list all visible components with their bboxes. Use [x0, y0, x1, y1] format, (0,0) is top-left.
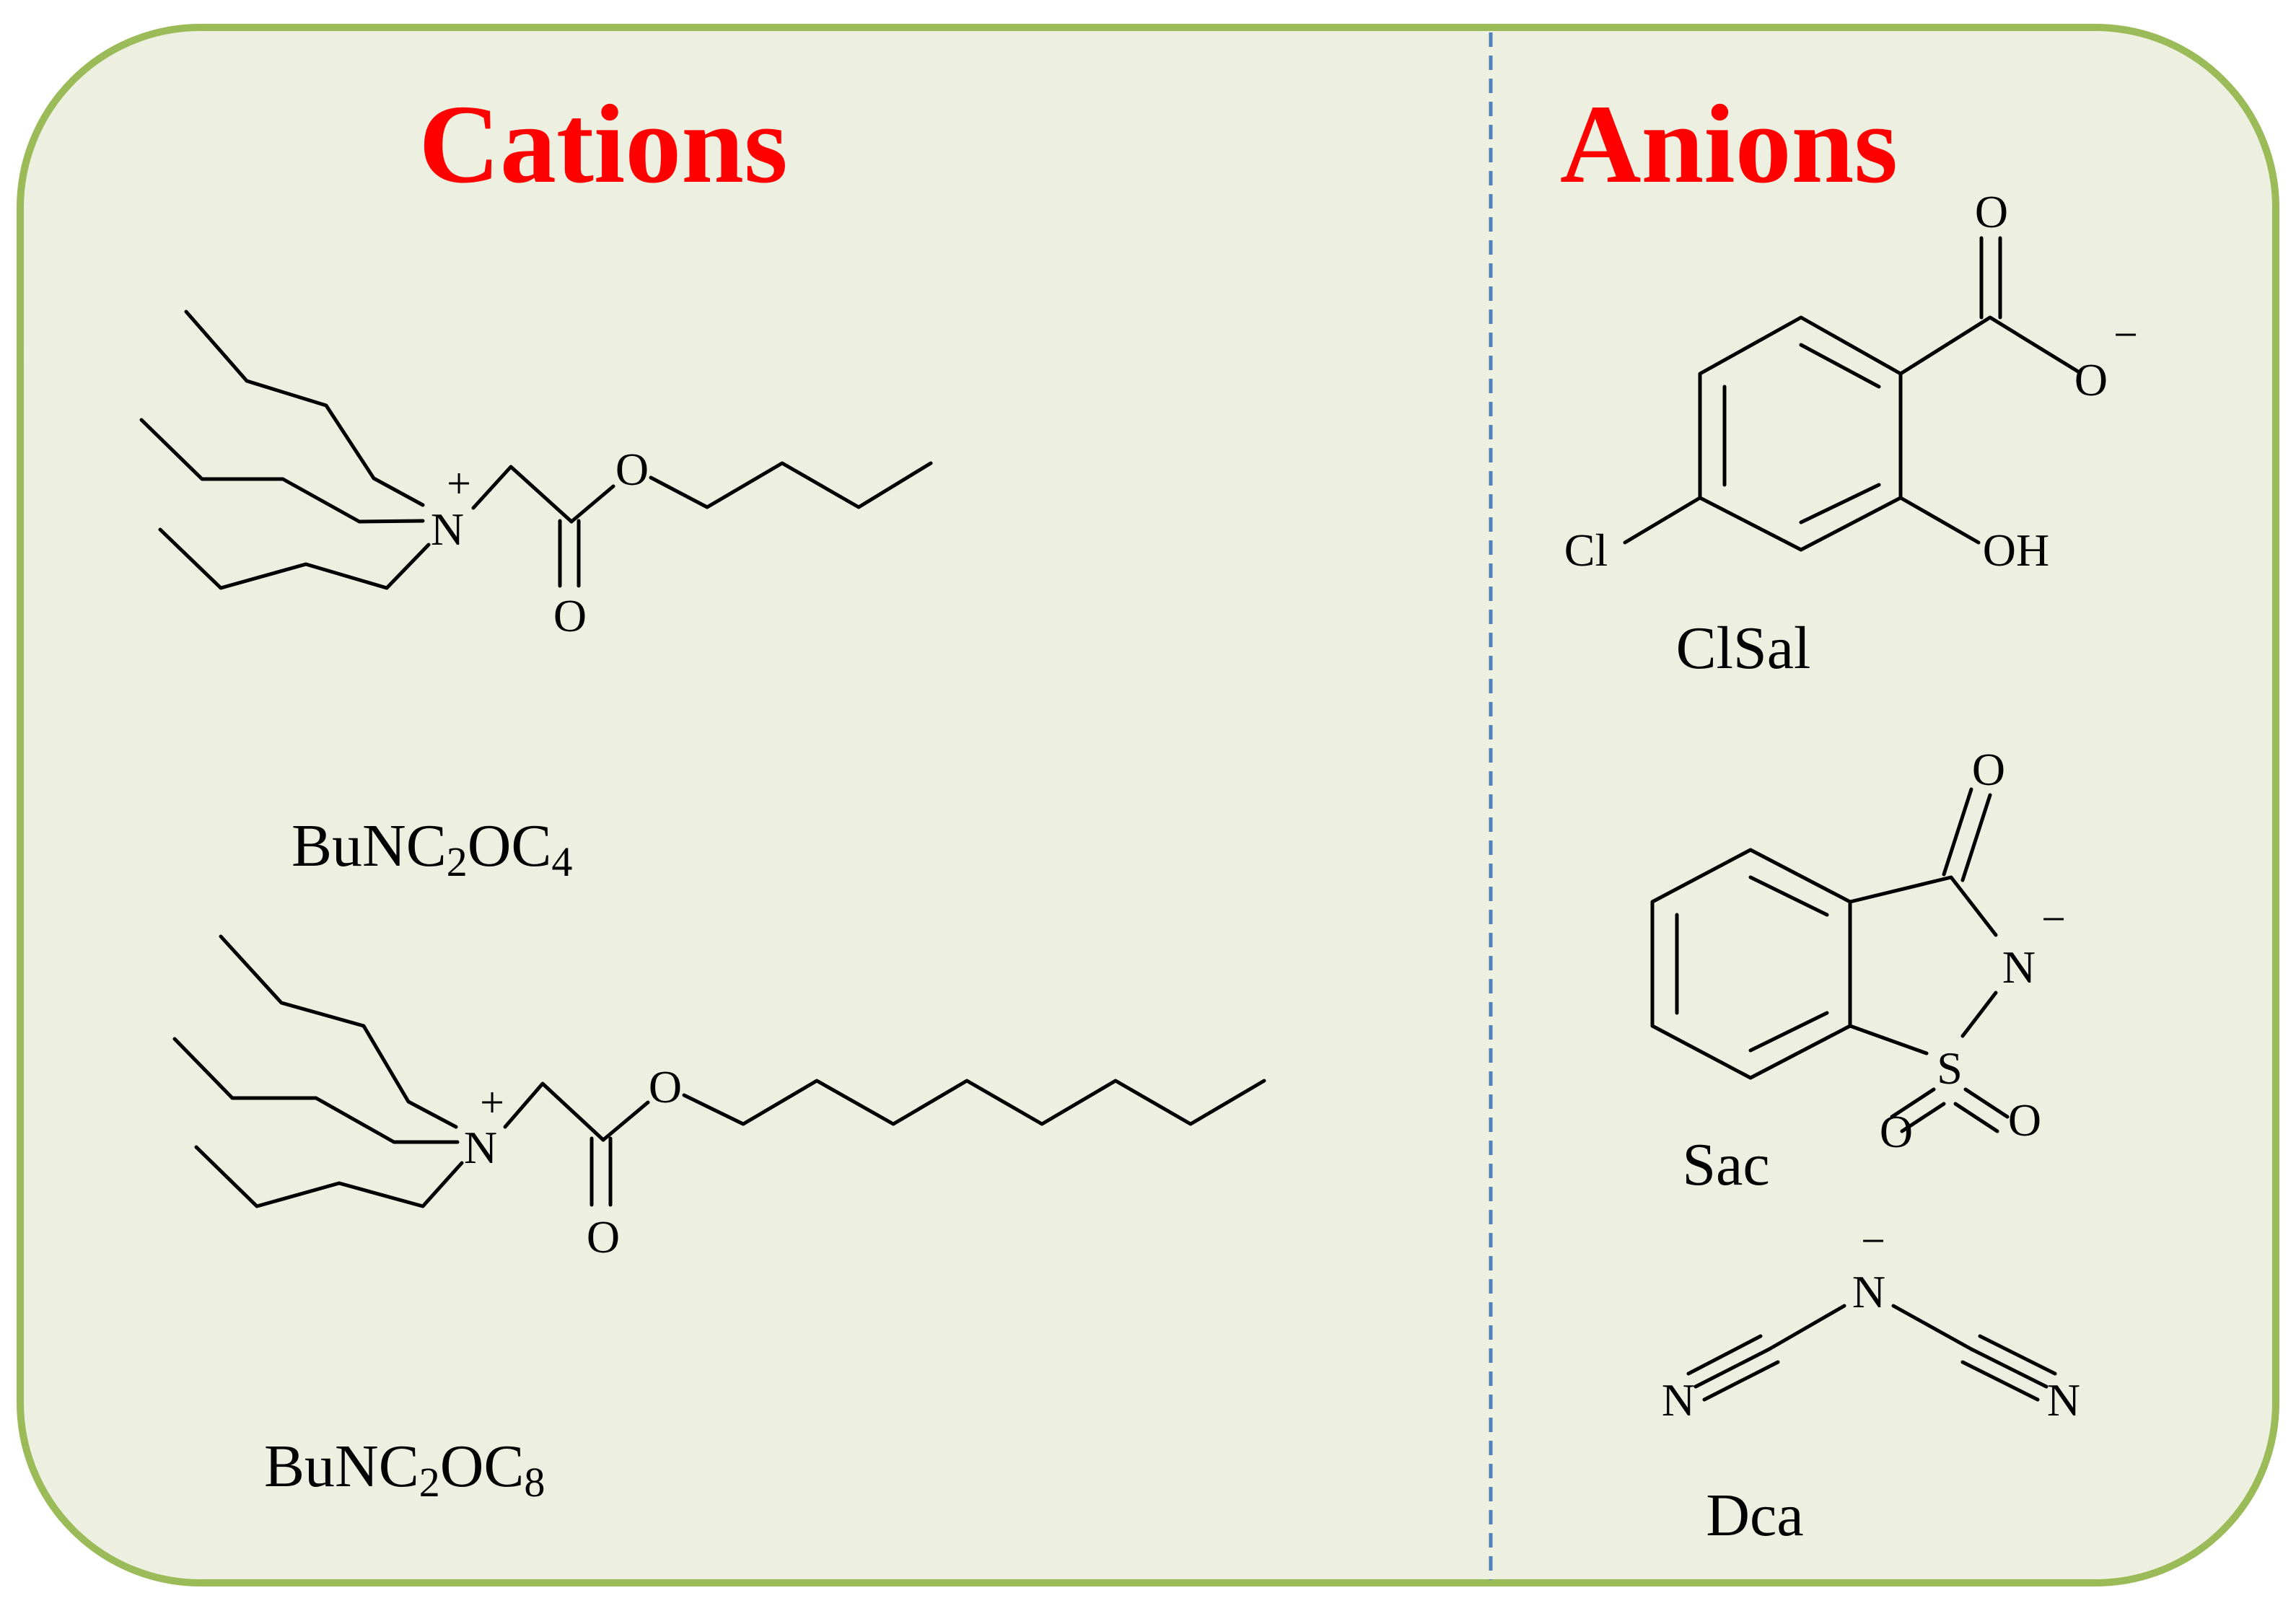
cation-1-structure: N + O O: [139, 310, 933, 641]
ester-bond: [569, 484, 615, 524]
terminal-nitrogen-right: N: [2047, 1374, 2080, 1426]
carbonyl-oxygen-atom: O: [553, 590, 587, 641]
anions-heading: Anions: [1560, 82, 1898, 206]
nitrile-left-a: [1693, 1347, 1771, 1389]
cation-1-label: BuNC2OC4: [292, 812, 572, 885]
nitrogen-atom: N: [464, 1122, 497, 1173]
ester-oxygen-atom: O: [649, 1061, 682, 1112]
sulfonyl-bond-left-a: [1890, 1087, 1936, 1119]
ring-double-bond-1: [1799, 343, 1881, 389]
sulfonyl-bond-right-b: [1953, 1102, 1999, 1133]
cation-2-structure: N + O O: [172, 934, 1266, 1263]
sulfonyl-oxygen-left: O: [1880, 1106, 1913, 1157]
ring-s-bond: [1848, 1024, 1929, 1055]
ester-oxygen-atom: O: [615, 444, 649, 495]
chloro-bond: [1623, 496, 1702, 545]
carbonyl-oxygen-atom: O: [1975, 186, 2008, 237]
carbonyl-carbon-bond: [1848, 875, 1998, 937]
nitrile-right-c: [1960, 1360, 2040, 1402]
n-c-bond-left: [1767, 1304, 1846, 1351]
hydroxyl-group: OH: [1983, 524, 2049, 576]
terminal-nitrogen-left: N: [1662, 1374, 1695, 1426]
sulfonyl-bond-right-a: [1963, 1087, 2010, 1119]
carbonyl-bond-a: [1942, 787, 1973, 877]
sulfur-atom: S: [1937, 1042, 1963, 1094]
clsal-structure: O O − OH Cl: [1564, 186, 2138, 576]
carboxylate-oxygen-atom: O: [2074, 354, 2108, 405]
n-ch2-bond: [503, 1081, 605, 1142]
ester-bond: [601, 1100, 650, 1142]
alkyl-chain-c4: [649, 461, 933, 509]
nitrile-right-b: [1978, 1334, 2057, 1376]
sulfonyl-oxygen-right: O: [2008, 1094, 2041, 1146]
butyl-chain-3: [158, 527, 431, 590]
sulfonyl-bond-left-b: [1900, 1102, 1946, 1133]
nitrile-left-c: [1702, 1360, 1780, 1402]
negative-charge: −: [2041, 895, 2066, 943]
butyl-chain-1: [184, 310, 425, 507]
central-nitrogen-atom: N: [1852, 1266, 1885, 1317]
butyl-chain-2: [139, 418, 425, 524]
butyl-chain-2: [172, 1037, 460, 1144]
sac-label: Sac: [1682, 1131, 1769, 1198]
nitrile-left-b: [1686, 1334, 1763, 1376]
cations-heading: Cations: [419, 82, 787, 206]
carbonyl-oxygen-atom: O: [1972, 744, 2005, 795]
nitrile-right-a: [1969, 1347, 2049, 1389]
alkyl-chain-c8: [682, 1079, 1266, 1126]
panel-background: [17, 24, 2279, 1586]
hydroxyl-bond: [1898, 496, 1981, 545]
n-c-bond-right: [1891, 1304, 1973, 1351]
positive-charge: +: [447, 460, 471, 507]
n-s-bond: [1960, 991, 1998, 1038]
butyl-chain-1: [219, 934, 458, 1129]
nitrogen-atom: N: [431, 504, 464, 555]
cation-2-label: BuNC2OC8: [264, 1433, 545, 1506]
negative-charge: −: [2113, 311, 2138, 359]
n-ch2-bond: [471, 465, 574, 524]
clsal-label: ClSal: [1676, 615, 1811, 682]
ring-double-bond-1: [1748, 875, 1829, 917]
chlorine-atom: Cl: [1564, 524, 1608, 576]
butyl-chain-3: [194, 1145, 464, 1208]
sac-structure: O N − S O O: [1650, 744, 2066, 1157]
dca-structure: N − N N: [1662, 1217, 2080, 1426]
nitrogen-atom: N: [2002, 941, 2036, 993]
dca-label: Dca: [1706, 1482, 1803, 1549]
ring-double-bond-3: [1748, 1011, 1829, 1053]
carbonyl-bond-b: [1960, 793, 1992, 882]
positive-charge: +: [480, 1079, 504, 1126]
carboxyl-bond: [1898, 315, 2080, 376]
carbonyl-oxygen-atom: O: [587, 1211, 620, 1263]
ring-double-bond-3: [1799, 483, 1881, 524]
negative-charge: −: [1861, 1217, 1885, 1265]
